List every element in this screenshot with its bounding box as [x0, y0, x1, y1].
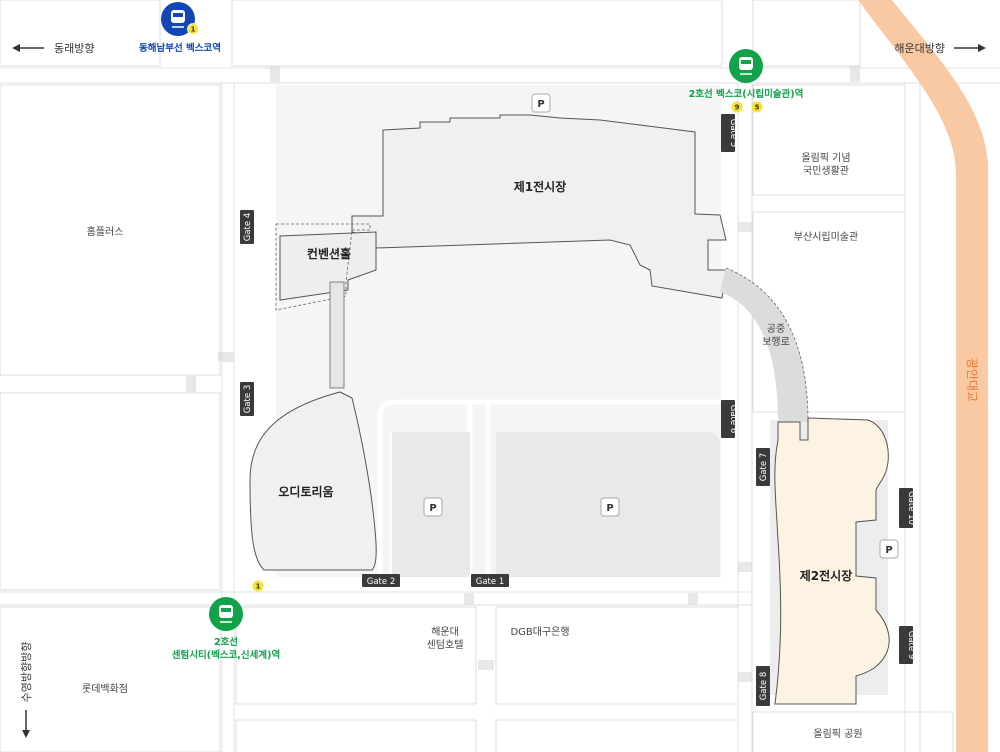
station-line: 2호선: [214, 636, 238, 648]
hotel-label: 해운대: [431, 625, 459, 638]
auditorium-label: 오디토리움: [278, 484, 333, 499]
homeplus-label: 홈플러스: [87, 225, 124, 238]
gate-8[interactable]: Gate 8: [756, 666, 770, 706]
block-north-strip: [0, 0, 161, 67]
exhibition-hall-2: [774, 417, 890, 705]
direction-south: 수영방향방향: [20, 642, 33, 738]
parking-icon-lot-b[interactable]: P: [600, 497, 620, 517]
gate-3-label: Gate 3: [243, 385, 253, 413]
gate-4[interactable]: Gate 4: [240, 210, 254, 244]
block-south-2: [495, 719, 739, 752]
block-north-strip-3: [752, 0, 861, 67]
direction-east: 해운대방향: [894, 41, 986, 55]
gate-2-label: Gate 2: [367, 577, 395, 587]
road-lines: [0, 67, 1000, 752]
block-hotel: [235, 606, 477, 705]
block-west-mid: [0, 392, 221, 591]
line2-centum-station[interactable]: 1 2호선 센텀시티(벡스코,신세계)역: [172, 580, 280, 662]
gate-1-label: Gate 1: [476, 577, 504, 587]
gate-3[interactable]: Gate 3: [240, 382, 254, 416]
exit-number: 1: [256, 583, 261, 591]
art-museum-label: 부산시립미술관: [794, 230, 858, 243]
block-south-1: [235, 719, 477, 752]
parking-icon-north[interactable]: P: [531, 93, 551, 113]
gate-1[interactable]: Gate 1: [471, 574, 509, 587]
gate-6[interactable]: Gate 6: [721, 400, 738, 438]
direction-west-label: 동래방향: [54, 42, 94, 55]
parking-icon-lot-a[interactable]: P: [423, 497, 443, 517]
gate-7-label: Gate 7: [759, 453, 769, 481]
crosswalks: [186, 66, 860, 682]
convention-hall-outline: [275, 223, 371, 311]
block-north-strip-2: [231, 0, 723, 67]
gate-10[interactable]: Gate 10: [899, 488, 916, 528]
bridge-label: 광안대교: [965, 358, 979, 402]
station-name: 2호선 벡스코(시립미술관)역: [689, 88, 804, 100]
donghae-bexco-station[interactable]: 1 동해남부선 벡스코역: [139, 2, 221, 54]
svg-text:P: P: [606, 503, 613, 514]
convention-hall: [279, 231, 377, 301]
exhibition-hall-2-label: 제2전시장: [800, 568, 853, 583]
exit-number: 1: [191, 26, 196, 34]
city-blocks: [0, 0, 954, 752]
connector-corridor: [329, 281, 345, 389]
svg-text:P: P: [429, 503, 436, 514]
parking-icon-hall2[interactable]: P: [879, 539, 899, 559]
gate-8-label: Gate 8: [759, 672, 769, 700]
olympic-hall-label-2: 국민생활관: [803, 164, 849, 177]
direction-south-label: 수영방향방향: [20, 642, 33, 703]
sky-walkway-label: 공중: [767, 323, 785, 335]
olympic-hall-label: 올림픽 기념: [801, 152, 850, 164]
station-name: 센텀시티(벡스코,신세계)역: [172, 649, 280, 661]
gate-5-label: Gate 5: [728, 119, 738, 147]
exit-number: 9: [735, 104, 740, 112]
gate-5[interactable]: Gate 5: [721, 114, 738, 152]
gate-9[interactable]: Gate 9: [899, 626, 916, 664]
direction-west: 동래방향: [12, 42, 94, 55]
block-homeplus: [0, 84, 221, 376]
svg-text:P: P: [885, 545, 892, 556]
dgb-bank-label: DGB대구은행: [510, 626, 569, 638]
gate-4-label: Gate 4: [243, 213, 253, 241]
station-name: 동해남부선 벡스코역: [139, 42, 221, 54]
auditorium: [249, 391, 377, 571]
olympic-park-label: 올림픽 공원: [813, 728, 862, 740]
block-dgb: [495, 606, 739, 705]
block-olympic-hall: [752, 84, 906, 196]
direction-east-label: 해운대방향: [894, 41, 945, 55]
gate-2[interactable]: Gate 2: [362, 574, 400, 587]
sky-walkway: [720, 268, 808, 422]
hotel-label-2: 센텀호텔: [427, 639, 464, 651]
exit-number: 5: [755, 104, 760, 112]
block-lotte: [0, 606, 221, 752]
gate-10-label: Gate 10: [906, 491, 916, 525]
exhibition-hall-1-label: 제1전시장: [514, 179, 567, 194]
sky-walkway-edge: [725, 267, 809, 423]
gate-7[interactable]: Gate 7: [756, 448, 770, 486]
lotte-label: 롯데백화점: [82, 683, 128, 695]
line2-bexco-station[interactable]: 2호선 벡스코(시립미술관)역 9 5: [689, 49, 804, 113]
gate-9-label: Gate 9: [906, 631, 916, 659]
gate-6-label: Gate 6: [728, 405, 738, 433]
sky-walkway-label-2: 보행로: [762, 336, 790, 348]
gwangan-bridge: [858, 0, 988, 752]
svg-text:P: P: [537, 99, 544, 110]
convention-hall-label: 컨벤션홀: [307, 246, 351, 261]
